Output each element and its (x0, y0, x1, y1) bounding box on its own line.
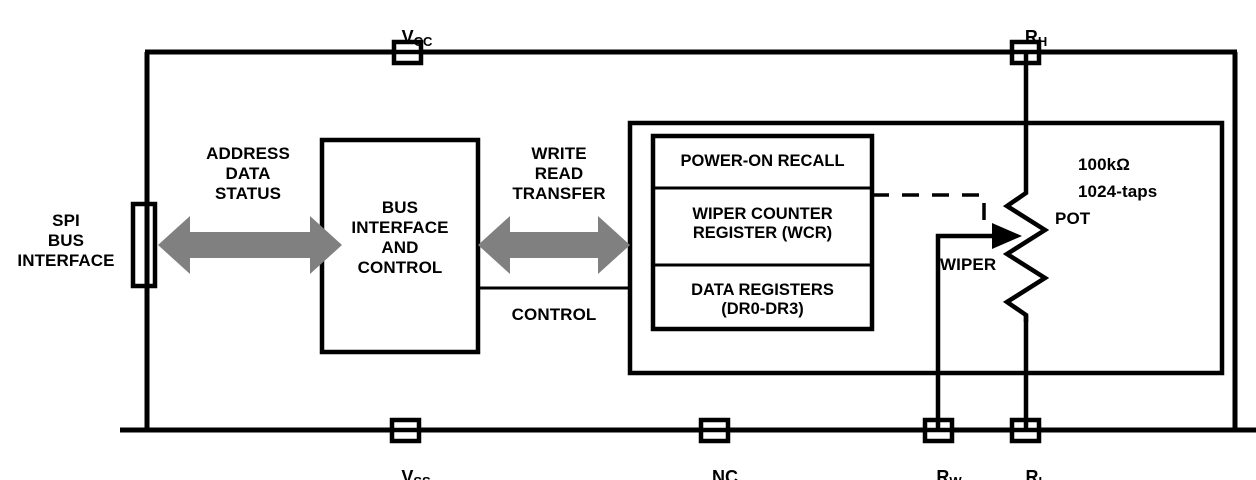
wcr-to-wiper-dashed-line (872, 193, 986, 222)
pot-name-label: POT (1055, 209, 1091, 228)
bus-interface-control-box (319, 137, 481, 355)
pin-square-nc (698, 417, 731, 444)
pin-label-rl: RL (1006, 446, 1047, 480)
pin-label-vss-base: V (401, 467, 414, 480)
control-label: CONTROL (511, 305, 597, 324)
bus-interface-control-label: BUS INTERFACE AND CONTROL (351, 198, 449, 278)
spi-pin-connector (130, 201, 158, 289)
pin-square-vss (389, 417, 422, 444)
registers-stack-box (650, 133, 875, 332)
pin-label-rw-base: R (936, 467, 950, 480)
pin-label-nc-base: NC (712, 467, 739, 480)
power-on-recall-label: POWER-ON RECALL (680, 152, 845, 170)
pin-label-nc: NC (692, 446, 738, 480)
pin-label-rh-base: R (1024, 27, 1038, 47)
pin-label-vss: VSS (381, 446, 430, 480)
spi-bus-interface-label: SPI BUS INTERFACE (17, 211, 115, 271)
pin-label-vss-sub: SS (413, 474, 430, 480)
wiper-wire (935, 223, 1022, 430)
wiper-counter-register-label: WIPER COUNTER REGISTER (WCR) (692, 205, 833, 243)
pin-label-rw-sub: W (949, 474, 961, 480)
pin-label-vcc-sub: CC (413, 34, 433, 49)
wiper-label: WIPER (940, 255, 997, 274)
pin-label-rh: RH (1005, 6, 1047, 69)
pin-label-rl-base: R (1025, 467, 1039, 480)
pot-taps-label: 1024-taps (1078, 182, 1158, 201)
write-read-transfer-arrow (478, 216, 630, 274)
data-registers-label: DATA REGISTERS (DR0-DR3) (691, 281, 834, 319)
pin-label-rl-sub: L (1039, 474, 1047, 480)
pin-label-rw: RW (916, 446, 961, 480)
write-read-transfer-label: WRITE READ TRANSFER (512, 144, 606, 204)
address-data-status-label: ADDRESS DATA STATUS (206, 144, 290, 204)
pin-label-vcc: VCC (382, 6, 433, 69)
address-data-status-arrow (158, 216, 342, 274)
pin-label-vcc-base: V (401, 27, 414, 47)
pot-resistance-label: 100kΩ (1078, 155, 1130, 174)
pin-square-vcc (391, 39, 424, 66)
digital-block-outline (627, 120, 1225, 376)
pin-label-rh-sub: H (1037, 34, 1048, 49)
potentiometer-resistor-zigzag (1002, 186, 1050, 322)
